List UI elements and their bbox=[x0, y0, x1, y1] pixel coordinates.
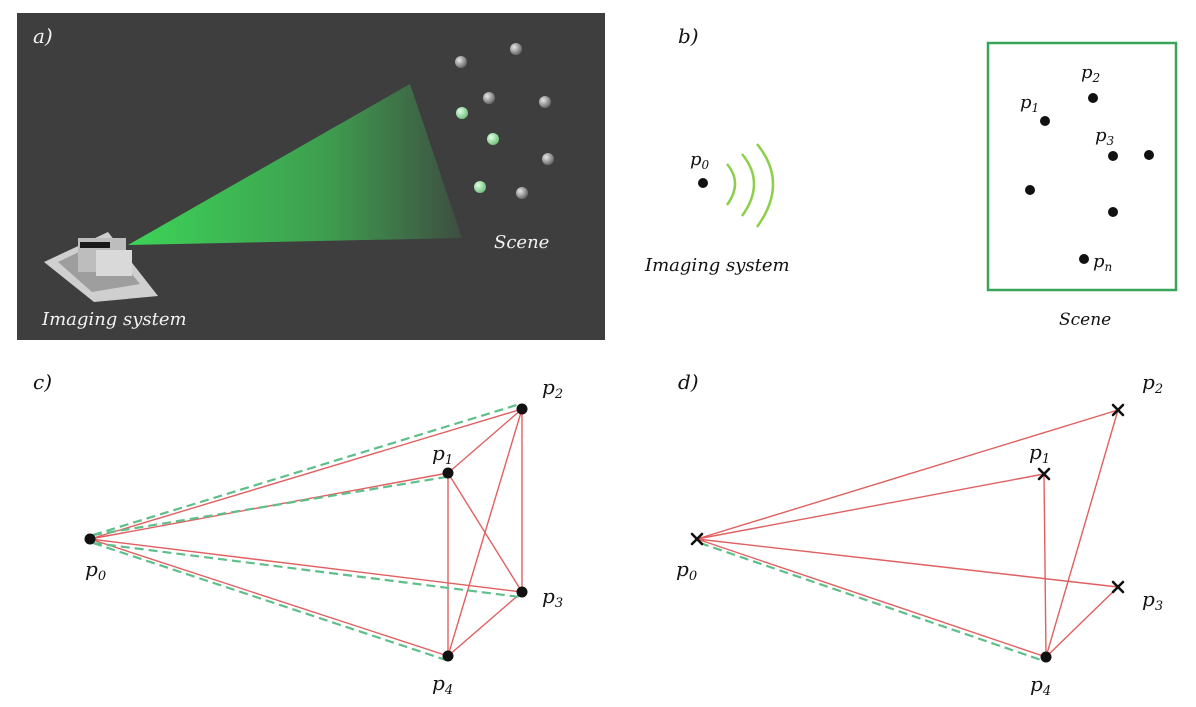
panel-b-pn-label: pn bbox=[1093, 251, 1112, 274]
panel-d-p1-label: p1 bbox=[1029, 440, 1050, 467]
node-p0-cross-icon bbox=[690, 532, 704, 546]
panel-d-p2-label: p2 bbox=[1142, 370, 1163, 397]
node-p1-cross-icon bbox=[1037, 467, 1051, 481]
node-p0 bbox=[84, 533, 96, 545]
panel-a-imaging-label: Imaging system bbox=[41, 309, 187, 330]
panel-c-p3-label: p3 bbox=[542, 584, 563, 611]
panel-b-imaging-label: Imaging system bbox=[644, 255, 790, 276]
panel-c-p0-label: p0 bbox=[85, 557, 106, 584]
panel-d-red-edges bbox=[696, 409, 1119, 658]
scene-point-p1 bbox=[1040, 116, 1050, 126]
sphere bbox=[510, 43, 522, 55]
sphere bbox=[456, 107, 468, 119]
panel-d-p3-label: p3 bbox=[1142, 587, 1163, 614]
panel-b: b) p0 Imaging system p1 p2 p3 pn Scene bbox=[644, 24, 1178, 330]
scene-point bbox=[1144, 150, 1154, 160]
panel-c-p2-label: p2 bbox=[542, 375, 563, 402]
node-p3 bbox=[516, 586, 528, 598]
node-p4 bbox=[442, 650, 454, 662]
sphere bbox=[539, 96, 551, 108]
panel-c-tag: c) bbox=[33, 370, 52, 394]
scene-point-p3 bbox=[1108, 151, 1118, 161]
node-p2 bbox=[516, 403, 528, 415]
imaging-point bbox=[698, 178, 708, 188]
panel-d-green-path bbox=[699, 541, 1045, 663]
sphere bbox=[474, 181, 486, 193]
panel-c-nodes bbox=[84, 403, 528, 662]
node-p1 bbox=[442, 467, 454, 479]
scene-point bbox=[1108, 207, 1118, 217]
camera-device-icon bbox=[44, 232, 158, 302]
panel-b-tag: b) bbox=[678, 24, 699, 48]
panel-b-p3-label: p3 bbox=[1095, 125, 1115, 148]
sphere bbox=[542, 153, 554, 165]
panel-d-p4-label: p4 bbox=[1030, 672, 1051, 699]
panel-b-scene-label: Scene bbox=[1059, 310, 1111, 330]
panel-b-p1-label: p1 bbox=[1020, 92, 1039, 115]
scene-spheres bbox=[455, 43, 554, 199]
scene-point-p2 bbox=[1088, 93, 1098, 103]
panel-b-p2-label: p2 bbox=[1081, 62, 1100, 85]
panel-d: d) p0 p1 p2 p3 p4 bbox=[676, 370, 1163, 699]
panel-a-scene-label: Scene bbox=[494, 232, 549, 253]
scene-points bbox=[1025, 93, 1154, 264]
sphere bbox=[516, 187, 528, 199]
scene-point bbox=[1025, 185, 1035, 195]
node-p2-cross-icon bbox=[1111, 403, 1125, 417]
sphere bbox=[487, 133, 499, 145]
panel-c: c) p0 p1 p2 p3 p4 bbox=[33, 370, 563, 698]
sphere bbox=[483, 92, 495, 104]
panel-a: a) Imaging system Scene bbox=[17, 13, 605, 340]
panel-d-p0-label: p0 bbox=[676, 557, 697, 584]
scene-point-pn bbox=[1079, 254, 1089, 264]
sphere bbox=[455, 56, 467, 68]
signal-wave-icon bbox=[725, 143, 775, 228]
panel-d-nodes bbox=[690, 403, 1125, 594]
panel-c-p4-label: p4 bbox=[432, 671, 453, 698]
panel-c-green-paths bbox=[92, 402, 521, 662]
panel-a-tag: a) bbox=[33, 24, 53, 48]
panel-b-p0-label: p0 bbox=[690, 149, 710, 172]
node-p3-cross-icon bbox=[1111, 580, 1125, 594]
panel-c-red-edges bbox=[89, 408, 523, 657]
panel-c-p1-label: p1 bbox=[432, 441, 453, 468]
panel-d-tag: d) bbox=[678, 370, 699, 394]
scene-frame bbox=[986, 41, 1178, 292]
node-p4 bbox=[1040, 651, 1052, 663]
light-beam bbox=[128, 84, 462, 245]
